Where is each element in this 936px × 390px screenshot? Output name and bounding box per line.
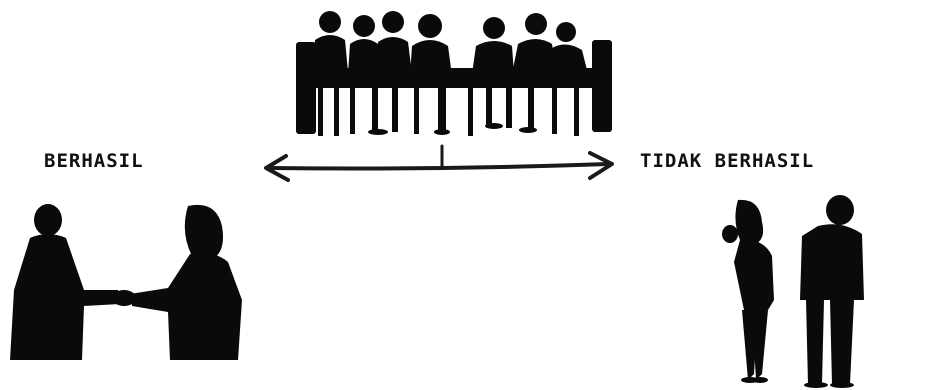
arrow-head-left bbox=[264, 154, 290, 182]
meeting-group-silhouette-icon bbox=[296, 11, 612, 136]
arrow-head-right bbox=[588, 151, 614, 180]
handshake-silhouette-icon bbox=[10, 204, 242, 360]
arrow-shaft bbox=[268, 162, 610, 171]
disappointed-couple-silhouette-icon bbox=[722, 195, 864, 388]
failure-label: TIDAK BERHASIL bbox=[640, 150, 815, 172]
success-label: BERHASIL bbox=[44, 150, 144, 172]
outcome-arrow bbox=[264, 144, 614, 182]
